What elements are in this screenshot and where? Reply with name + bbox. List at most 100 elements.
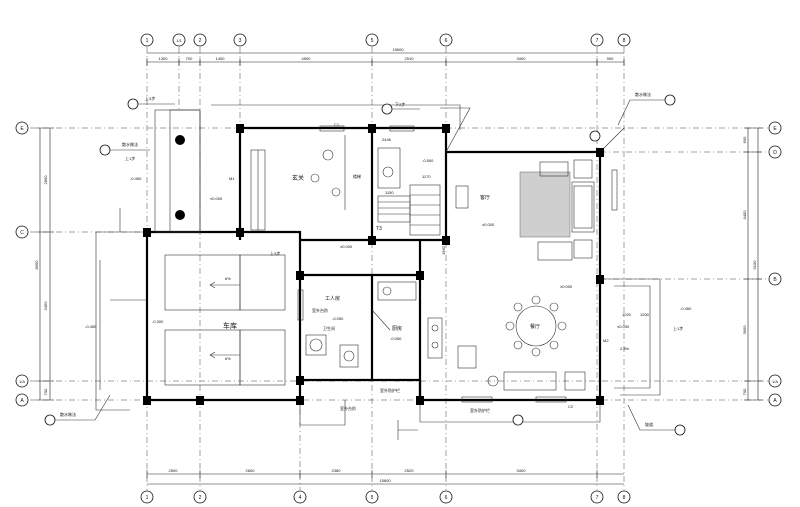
axis-left-e: E: [20, 126, 24, 132]
dim-top-seg-2: 700: [186, 56, 193, 61]
dim-left-seg-3: 700: [43, 388, 48, 395]
servant-note: 室外台阶: [312, 307, 328, 313]
axis-top-2: 2: [199, 38, 202, 44]
axis-bottom-7: 7: [596, 495, 599, 501]
exterior-walls: [145, 126, 602, 402]
room-dining-label: 餐厅: [530, 323, 540, 330]
hall-level: ±0.000: [340, 244, 353, 249]
window-tag-c1: C1: [334, 122, 340, 127]
dim-left-total: 8950: [34, 260, 39, 270]
axis-bubbles-left: E C 1/A A: [15, 121, 29, 407]
garage-outside-level: -0.450: [85, 324, 97, 329]
axis-right-d: D: [773, 150, 777, 156]
axis-right-1a: 1/A: [772, 379, 778, 384]
foyer-area: 玄关 ±0.000 -0.450 上1步: [125, 135, 346, 231]
terrace-level: ±0.030: [617, 324, 630, 329]
axis-right-b: B: [773, 277, 777, 283]
dim-left-seg-1: 2800: [43, 175, 48, 185]
axis-bottom-8: 8: [623, 495, 626, 501]
dim-bottom-seg-2: 2600: [246, 468, 256, 473]
room-living-label: 客厅: [480, 194, 490, 201]
dim-bottom-seg-4: 2520: [405, 468, 415, 473]
axis-bottom-6: 6: [445, 495, 448, 501]
axis-top-7: 7: [596, 38, 599, 44]
living-area: 客厅 ±0.000: [455, 159, 595, 261]
door-tag-m2: M2: [603, 338, 609, 343]
terrace-step-note: 上1步: [673, 325, 683, 331]
foyer-level: ±0.000: [210, 196, 223, 201]
dim-left-seg-2: 3450: [43, 301, 48, 311]
axis-top-3: 3: [239, 38, 242, 44]
axis-bottom-2: 2: [199, 495, 202, 501]
terrace-outside-level: -0.450: [680, 306, 692, 311]
dining-level: ±0.000: [560, 284, 573, 289]
axis-bottom-5: 5: [371, 495, 374, 501]
door-tag-m1: M1: [229, 176, 235, 181]
dim-top-total: 15600: [392, 47, 404, 52]
dim-right-seg-2: 4400: [742, 210, 747, 220]
axis-left-c: C: [20, 230, 24, 236]
dimension-right: 600 4400 3600 700 9100: [742, 127, 762, 401]
stair-dim-2446: 2446: [382, 137, 392, 142]
callout-bottom-left: 散水做法: [60, 411, 76, 417]
axis-top-8: 8: [623, 38, 626, 44]
dining-area: 餐厅 ±0.000: [457, 284, 586, 391]
stair-dim-1150: 1150: [385, 190, 394, 195]
kitchen-level: -0.050: [390, 336, 402, 341]
callout-railing: 室外防护栏: [470, 407, 490, 413]
room-stair-label: 楼梯: [353, 173, 361, 179]
axis-top-1-1: 1/1: [176, 38, 182, 43]
garage-area: 车库 -0.300 -0.450 6% 6%: [85, 254, 286, 390]
room-kitchen-label: 厨房: [392, 325, 402, 332]
callout-bottom-mid: 室外台阶: [340, 405, 356, 411]
dim-top-seg-1: 1300: [159, 56, 169, 61]
axis-bubbles-top: 1 1/1 2 3 5 6 7 8: [140, 33, 631, 47]
structural-columns: [143, 124, 604, 405]
stair-tag: T3: [376, 226, 382, 232]
callout-step-left: 上3步: [145, 95, 155, 101]
window-tag-c2: C2: [568, 404, 574, 409]
axis-bubbles-right: E D B 1/A A: [768, 121, 782, 407]
axis-left-1a: 1/A: [19, 379, 25, 384]
room-servant-label: 工人房: [325, 295, 340, 302]
stair-dim-1560: 1560: [441, 245, 446, 255]
dim-right-seg-1: 600: [742, 136, 747, 143]
axis-right-e: E: [773, 126, 777, 132]
dim-bottom-total: 15600: [379, 478, 391, 483]
terrace-area: 1020 1200 ±0.030 上1步 -0.450 2.5%: [617, 306, 692, 351]
axis-top-1: 1: [146, 38, 149, 44]
dining-table: [515, 305, 557, 347]
terrace-slope: 2.5%: [620, 346, 630, 351]
axis-grid-lines: [30, 47, 770, 490]
axis-top-5: 5: [371, 38, 374, 44]
living-rug: [519, 171, 571, 238]
dim-bottom-seg-3: 2380: [332, 468, 342, 473]
door-window-tags: C1 M1 C2 M2: [229, 122, 618, 409]
terrace-dim-1020: 1200: [640, 312, 650, 317]
callout-step-mid: 上3步: [270, 250, 280, 256]
garage-slope-2: 6%: [225, 356, 231, 361]
garage-level: -0.300: [152, 319, 164, 324]
dimension-bottom: 2500 2600 2380 2520 3400 15600: [146, 468, 624, 485]
garage-slope-1: 6%: [225, 276, 231, 281]
service-area: 工人房 室外台阶 卫生间 -0.050 厨房 -0.050: [305, 281, 443, 368]
terrace-dim-480: 1020: [622, 312, 632, 317]
dim-right-total: 9100: [752, 260, 757, 270]
axis-top-6: 6: [445, 38, 448, 44]
axis-bubbles-bottom: 1 2 4 5 6 7 8: [140, 490, 631, 504]
callout-stair-note: 下2步: [395, 101, 405, 107]
dim-top-seg-6: 3400: [517, 56, 527, 61]
callouts: 上3步 散水做法 下2步 散水做法 坡道 散水做法 室外防护栏 上3步 室外台阶…: [44, 91, 686, 440]
dim-right-seg-3: 3600: [742, 325, 747, 335]
stair-area: 2446 1170 1150 -0.500 楼梯 T3 ±0.000 1560: [340, 137, 446, 255]
dim-bottom-seg-1: 2500: [169, 468, 179, 473]
foyer-outside-level: -0.450: [130, 176, 142, 181]
callout-ramp: 坡道: [645, 421, 653, 427]
dimension-top: 15600 1300 700 1400 4500 2510 3400 900: [146, 47, 625, 66]
outer-outlines: [95, 104, 661, 426]
callout-railing-2: 室外防护栏: [380, 387, 400, 393]
dim-top-seg-5: 2510: [405, 56, 415, 61]
dim-right-seg-4: 700: [742, 388, 747, 395]
room-bath-label: 卫生间: [323, 325, 335, 331]
